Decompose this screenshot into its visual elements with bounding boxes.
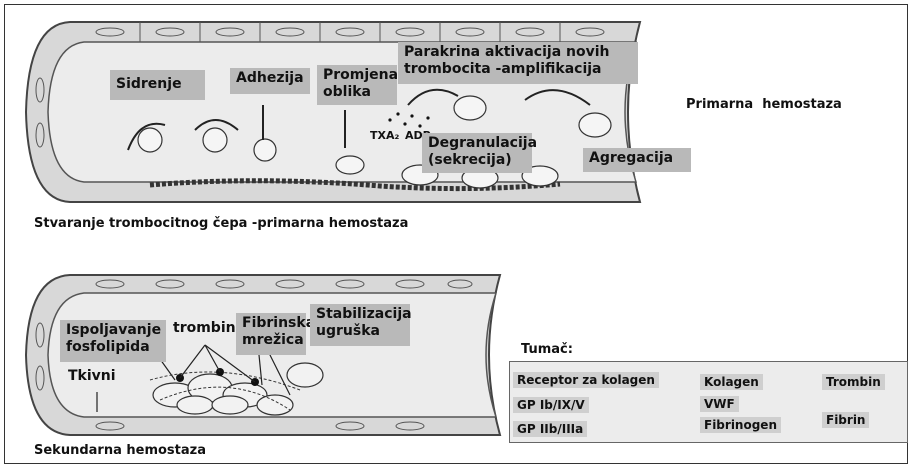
caption-primary: Stvaranje trombocitnog čepa -primarna he…	[34, 216, 408, 231]
label-primarna-hemostaza: Primarna hemostaza	[686, 96, 842, 113]
label-txa2: TXA₂	[370, 127, 399, 144]
legend-gpiib: GP IIb/IIIa	[513, 421, 587, 437]
legend-vwf: VWF	[700, 396, 739, 412]
legend-kolagen: Kolagen	[700, 374, 763, 390]
label-adhezija: Adhezija	[230, 68, 310, 94]
legend-fibrin: Fibrin	[822, 412, 869, 428]
label-promjena-oblika: Promjena oblika	[317, 65, 397, 105]
label-stabilizacija: Stabilizacija ugruška	[310, 304, 410, 346]
legend-fibrinogen: Fibrinogen	[700, 417, 781, 433]
label-fibrinska-mrezica: Fibrinska mrežica	[236, 313, 306, 355]
legend-gpib: GP Ib/IX/V	[513, 397, 589, 413]
label-agregacija: Agregacija	[583, 148, 691, 172]
label-ispoljavanje: Ispoljavanje fosfolipida	[60, 320, 166, 362]
legend-receptor: Receptor za kolagen	[513, 372, 659, 388]
caption-secondary: Sekundarna hemostaza	[34, 443, 206, 458]
label-trombin: trombin	[173, 320, 236, 337]
legend-title: Tumač:	[521, 341, 573, 358]
label-degranulacija: Degranulacija (sekrecija)	[422, 133, 532, 173]
label-tkivni: Tkivni	[68, 368, 116, 385]
legend-trombin: Trombin	[822, 374, 885, 390]
label-sidrenje: Sidrenje	[110, 70, 205, 100]
label-parakrina: Parakrina aktivacija novih trombocita -a…	[398, 42, 638, 84]
